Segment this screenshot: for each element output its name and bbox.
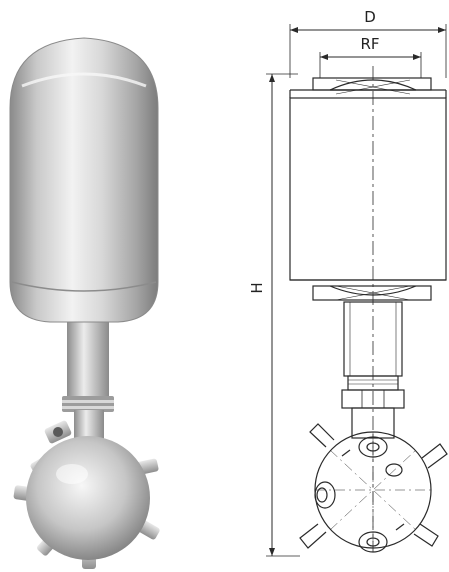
dimension-rf-label: RF xyxy=(360,35,379,53)
dimension-h xyxy=(266,73,300,557)
neck-tube xyxy=(67,318,109,400)
dimension-rf xyxy=(319,52,422,78)
thread-section xyxy=(341,375,405,439)
spray-ball xyxy=(26,436,150,560)
technical-drawing xyxy=(266,24,448,557)
neck-outline xyxy=(343,301,403,377)
dimension-h-label: H xyxy=(248,282,266,293)
dimension-d-label: D xyxy=(364,8,376,26)
bottom-flange xyxy=(312,285,432,301)
top-flange xyxy=(312,77,432,95)
dimension-d xyxy=(289,24,447,78)
cylinder-body xyxy=(9,37,159,323)
spray-ball-outline xyxy=(314,431,432,549)
cylinder-outline xyxy=(289,89,447,281)
product-render xyxy=(9,37,160,569)
collar-nut xyxy=(62,396,114,412)
nozzle-outlines xyxy=(299,423,448,553)
